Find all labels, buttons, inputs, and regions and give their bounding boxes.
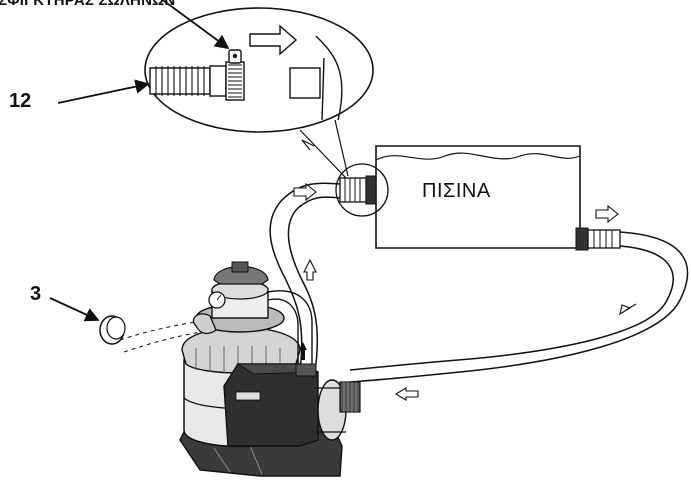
hose-clamp-icon — [225, 49, 245, 101]
callout-number-12: 12 — [9, 90, 32, 112]
callout-number-3: 3 — [30, 283, 42, 305]
callout-3-arrow — [49, 297, 100, 322]
flow-arrow-icon — [293, 182, 317, 202]
flow-arrow-icon — [249, 24, 298, 56]
corrugated-hose-end — [149, 66, 211, 96]
hose-fitting — [209, 65, 227, 97]
flow-arrow-icon — [303, 258, 317, 281]
suction-hose — [349, 227, 689, 383]
clamp-leader-arrow — [161, 0, 230, 50]
flow-arrow-icon — [595, 204, 619, 224]
flow-arrows — [293, 182, 637, 401]
cap-icon — [99, 315, 126, 345]
flow-arrow-icon — [394, 387, 419, 401]
pool-inlet-clamp — [339, 175, 377, 205]
hose-clamp-caption: ΣΦΙΓΚΤΗΡΑΣ ΣΩΛΗΝΩΝ — [0, 0, 176, 9]
detail-callout — [144, 7, 374, 179]
callout-12-arrow — [57, 79, 150, 104]
flow-arrow-icon — [619, 303, 637, 316]
zoom-circle — [335, 163, 389, 217]
filter-pump-icon — [179, 261, 361, 477]
pool-label: ΠΙΣΙΝΑ — [422, 180, 491, 202]
pool-inlet-opening — [289, 67, 321, 99]
pool-box — [375, 145, 581, 249]
hose-clamp-detail — [149, 24, 343, 121]
